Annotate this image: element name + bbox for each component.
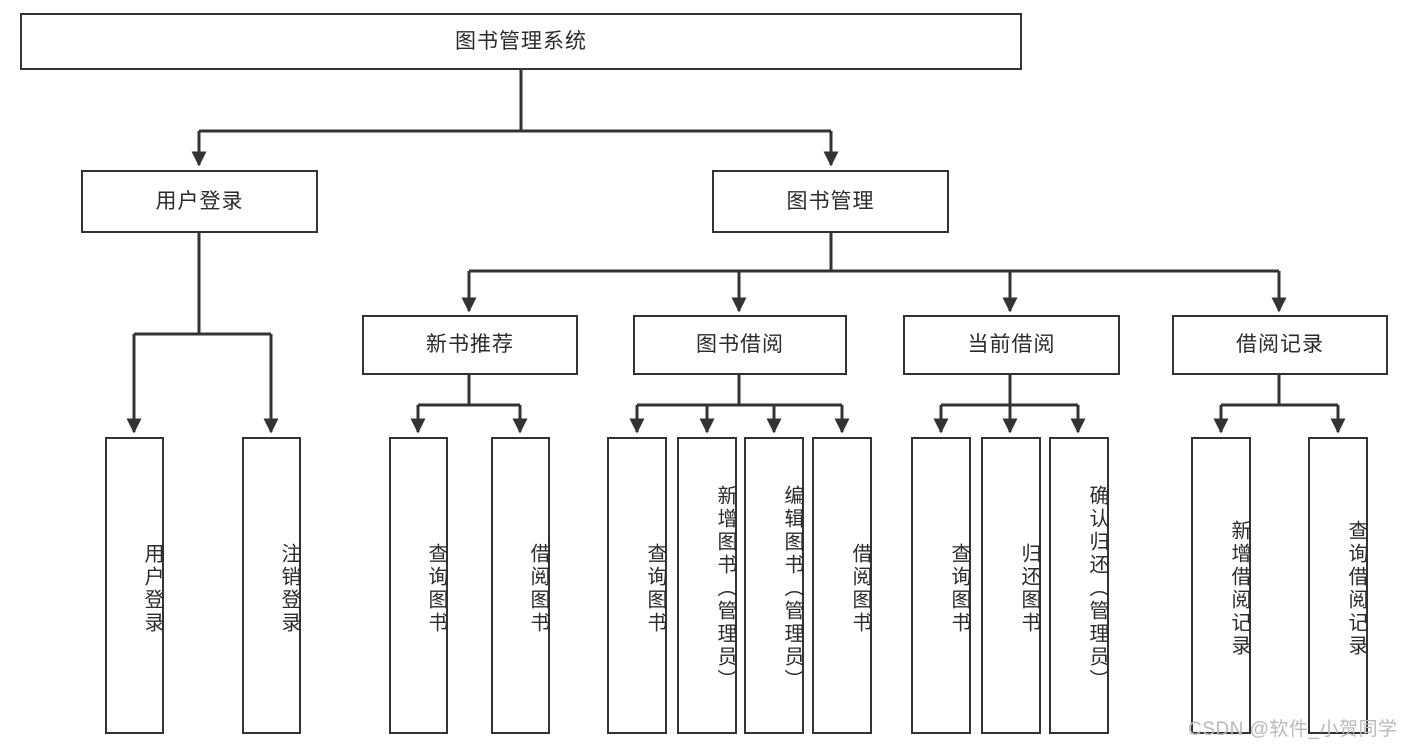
leaf-user-login-login[interactable]: 用户登录 [105,437,164,734]
leaf-book-borrow-query[interactable]: 查询图书 [607,437,667,734]
leaf-current-borrow-query[interactable]: 查询图书 [911,437,971,734]
node-user-login[interactable]: 用户登录 [81,170,318,233]
leaf-user-login-logout[interactable]: 注销登录 [242,437,301,734]
node-book-management[interactable]: 图书管理 [712,170,949,233]
leaf-new-book-borrow[interactable]: 借阅图书 [491,437,550,734]
watermark-text: CSDN @软件_小贺同学 [1188,719,1398,740]
leaf-borrow-record-query[interactable]: 查询借阅记录 [1308,437,1368,734]
leaf-current-borrow-confirm-admin[interactable]: 确认归还（管理员） [1049,437,1109,734]
leaf-book-borrow-edit-admin[interactable]: 编辑图书（管理员） [744,437,804,734]
leaf-label: 注销登录 [278,542,300,635]
leaf-label: 查询借阅记录 [1345,519,1367,658]
leaf-label: 查询图书 [425,542,447,635]
leaf-label: 编辑图书（管理员） [781,485,803,692]
leaf-current-borrow-return[interactable]: 归还图书 [981,437,1041,734]
leaf-label: 确认归还（管理员） [1086,485,1108,692]
leaf-label: 新增借阅记录 [1228,519,1250,658]
node-current-borrowing[interactable]: 当前借阅 [903,315,1120,375]
leaf-label: 用户登录 [141,542,163,635]
leaf-new-book-query[interactable]: 查询图书 [389,437,448,734]
leaf-label: 借阅图书 [849,542,871,635]
node-borrowing-record[interactable]: 借阅记录 [1172,315,1388,375]
leaf-label: 查询图书 [644,542,666,635]
leaf-label: 归还图书 [1018,542,1040,635]
leaf-label: 新增图书（管理员） [714,485,736,692]
node-new-book-recommendation[interactable]: 新书推荐 [362,315,578,375]
leaf-label: 查询图书 [948,542,970,635]
leaf-borrow-record-add[interactable]: 新增借阅记录 [1191,437,1251,734]
leaf-book-borrow-borrow[interactable]: 借阅图书 [812,437,872,734]
node-root-book-management-system[interactable]: 图书管理系统 [20,13,1022,70]
leaf-book-borrow-add-admin[interactable]: 新增图书（管理员） [677,437,737,734]
leaf-label: 借阅图书 [527,542,549,635]
node-book-borrowing[interactable]: 图书借阅 [633,315,847,375]
